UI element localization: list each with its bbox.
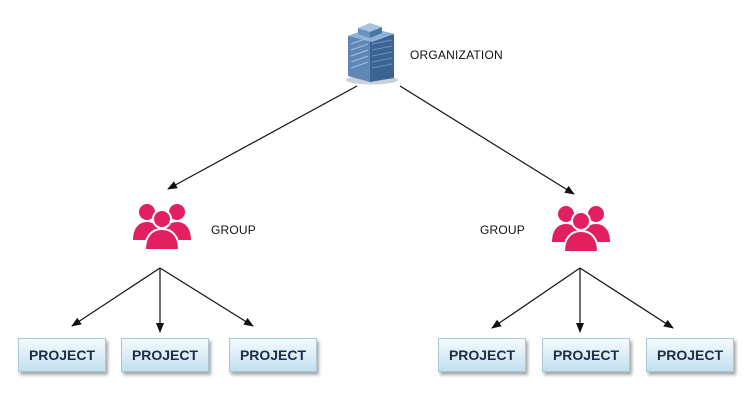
group-left-label: GROUP [211, 223, 257, 237]
organization-label: ORGANIZATION [410, 48, 503, 62]
project-box[interactable]: PROJECT [646, 338, 734, 372]
project-box[interactable]: PROJECT [121, 338, 209, 372]
arrow-org-to-group-right [399, 85, 575, 195]
arrow-group-right-to-project-1 [491, 267, 581, 329]
arrow-group-right-to-project-3 [579, 267, 674, 329]
group-right-label: GROUP [480, 223, 526, 237]
project-box[interactable]: PROJECT [542, 338, 630, 372]
arrow-group-left-to-project-1 [71, 267, 161, 327]
building-icon [346, 23, 398, 85]
people-group-icon [552, 206, 610, 253]
project-box[interactable]: PROJECT [18, 338, 106, 372]
arrow-org-to-group-left [167, 85, 358, 190]
arrow-group-left-to-project-3 [159, 267, 254, 327]
project-box[interactable]: PROJECT [438, 338, 526, 372]
people-group-icon [133, 204, 191, 251]
project-box[interactable]: PROJECT [229, 338, 317, 372]
